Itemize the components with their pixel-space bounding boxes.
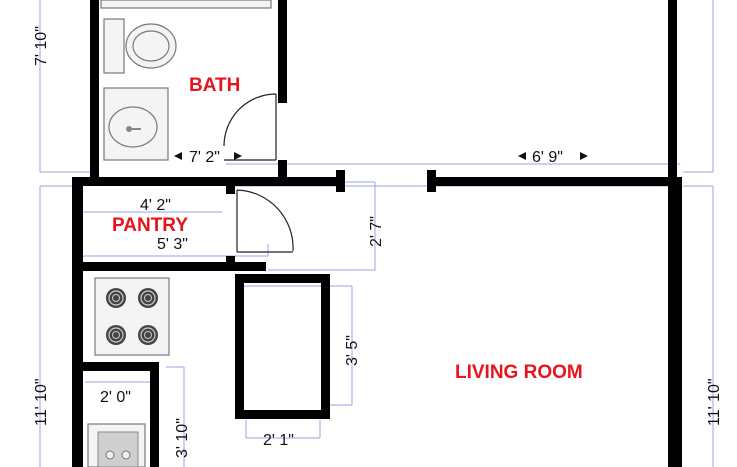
dim-pantry-side: 2' 7" [368,216,385,247]
dim-bath-width-group: 7' 2" [174,149,242,166]
kitchen-sink-basin [97,431,139,467]
dim-pantry-bottom: 5' 3" [157,236,188,253]
toilet-tank [103,18,125,74]
dim-right-height: 11' 10" [706,378,723,426]
toilet-seat-inner [132,30,170,62]
room-label-pantry: PANTRY [112,215,188,236]
dim-left-height: 11' 10" [33,378,50,426]
burner-icons [106,288,158,345]
dim-bath-width: 7' 2" [189,149,220,166]
dim-pantry-top: 4' 2" [140,197,171,214]
dim-bath-height: 7' 10" [33,26,50,66]
walls [72,0,682,467]
dim-island-height: 3' 5" [344,335,361,366]
kitchen-fixtures [87,277,170,467]
stove [94,277,170,356]
bath-door-swing [223,93,277,147]
doors [223,93,294,253]
dim-counter-height: 3' 10" [174,418,191,458]
dim-upper-right-group: 6' 9" [518,149,588,166]
room-label-living-room: LIVING ROOM [455,362,583,383]
pantry-door-swing [236,189,294,252]
bath-fixtures [100,0,272,161]
dim-counter-width: 2' 0" [100,389,131,406]
arrow-right-icon [580,152,588,160]
arrow-left-icon [518,152,526,160]
arrow-left-icon [174,152,182,160]
vanity-top [100,0,272,9]
sink-basin [108,106,158,148]
sink-faucet-icon [105,450,115,460]
dim-upper-right-width: 6' 9" [532,149,563,166]
dim-island-width: 2' 1" [263,432,294,449]
arrow-right-icon [234,152,242,160]
room-label-bath: BATH [189,75,240,96]
